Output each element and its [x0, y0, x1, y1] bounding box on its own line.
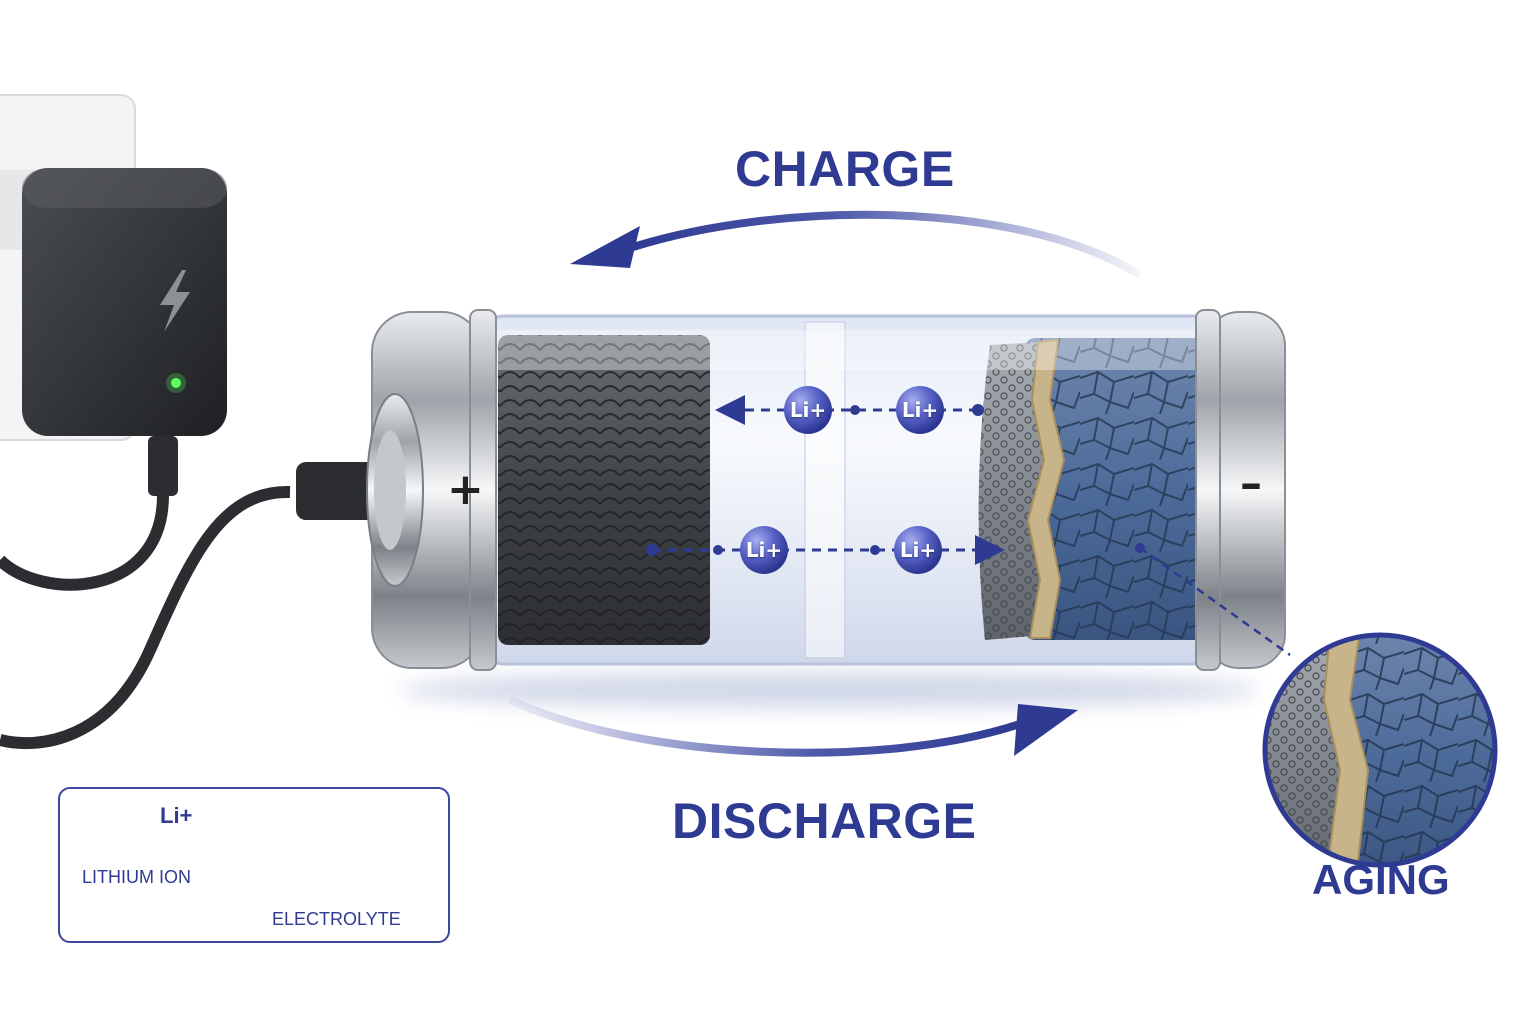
lightning-bolt-icon — [160, 270, 190, 332]
discharge-arrow — [508, 696, 1078, 757]
discharge-label: DISCHARGE — [672, 793, 977, 849]
negative-terminal-sign: – — [1240, 458, 1262, 509]
positive-cap — [366, 309, 497, 671]
status-led — [171, 378, 181, 388]
lithium-ion — [740, 526, 788, 574]
ion-label: Li+ — [899, 538, 937, 562]
ion-flow-top — [715, 386, 984, 434]
negative-cap — [1195, 309, 1286, 671]
charge-arrow — [570, 210, 1143, 279]
aging-label: AGING — [1312, 856, 1450, 903]
legend-box: Li+ LITHIUM ION ELECTROLYTE — [58, 787, 450, 943]
positive-terminal-sign: + — [447, 464, 484, 515]
ion-label: Li+ — [901, 398, 939, 422]
charge-label: CHARGE — [735, 141, 955, 197]
battery-cell — [473, 314, 1237, 666]
legend-ion-symbol: Li+ — [160, 803, 193, 828]
ion-label: Li+ — [789, 398, 827, 422]
charger — [22, 168, 227, 436]
lithium-ion — [894, 526, 942, 574]
usb-c-plug — [296, 462, 386, 520]
ion-label: Li+ — [745, 538, 783, 562]
sei-layer — [1026, 338, 1066, 639]
lithium-ion — [784, 386, 832, 434]
legend-electrolyte-name: ELECTROLYTE — [272, 909, 401, 929]
cathode — [978, 338, 1215, 640]
ion-flow-bottom — [646, 526, 1005, 574]
charging-cable — [0, 436, 392, 750]
legend-ion-name: LITHIUM ION — [82, 867, 192, 887]
anode — [498, 335, 710, 645]
separator — [804, 321, 846, 659]
lithium-ion — [896, 386, 944, 434]
